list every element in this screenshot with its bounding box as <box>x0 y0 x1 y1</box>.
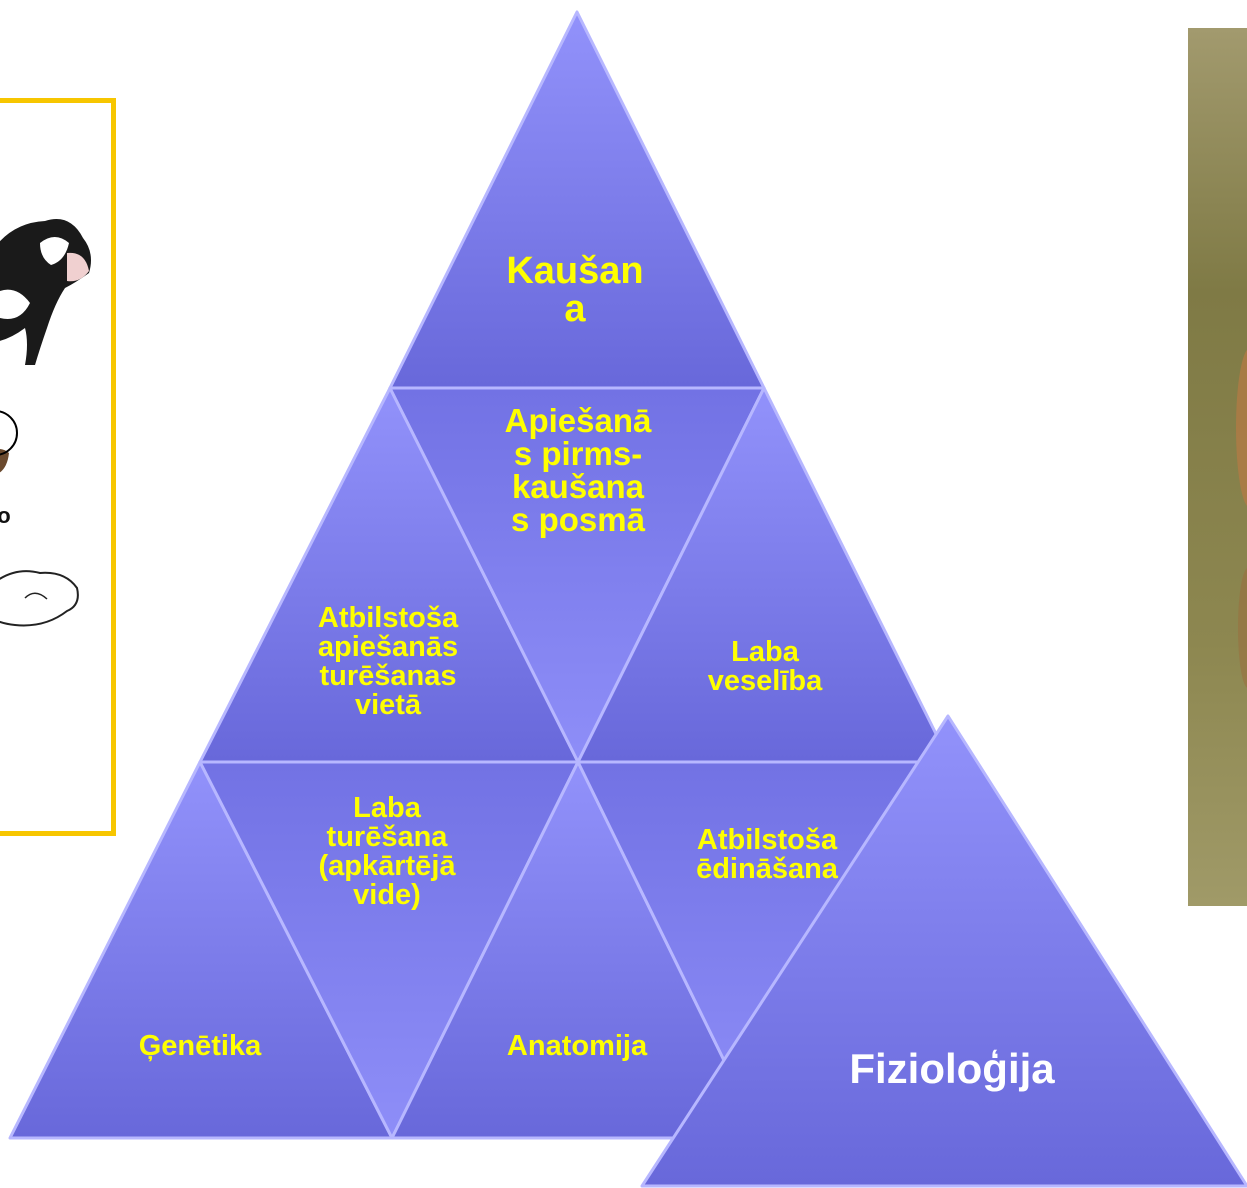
left-card: vo <box>0 98 116 836</box>
lying-calf-icon <box>0 570 79 627</box>
grass-photo <box>1188 28 1247 906</box>
label-health: Laba veselība <box>707 636 823 697</box>
triangle-health <box>576 386 952 764</box>
triangle-slaughter <box>388 10 766 390</box>
right-photo <box>1188 28 1247 906</box>
label-feeding: Atbilstoša ēdināšana <box>696 824 838 885</box>
circle-icon <box>0 410 18 456</box>
cow-icon <box>0 219 91 365</box>
calf-icon <box>0 449 9 473</box>
triangle-physiology <box>640 714 1247 1188</box>
label-slaughter: Kaušan a <box>506 250 644 330</box>
label-anatomy: Anatomija <box>506 1030 648 1062</box>
label-physiology: Fizioloģija <box>849 1045 1055 1092</box>
label-genetics: Ģenētika <box>138 1030 262 1062</box>
label-housing-stunning: Atbilstoša apiešanās turēšanas vietā <box>317 602 459 721</box>
left-card-art <box>0 219 91 627</box>
label-housing-environment: Laba turēšana (apkārtējā vide) <box>318 792 456 911</box>
label-pre-slaughter: Apiešanā s pirms- kaušana s posmā <box>504 402 652 538</box>
left-card-text: vo <box>0 503 11 528</box>
